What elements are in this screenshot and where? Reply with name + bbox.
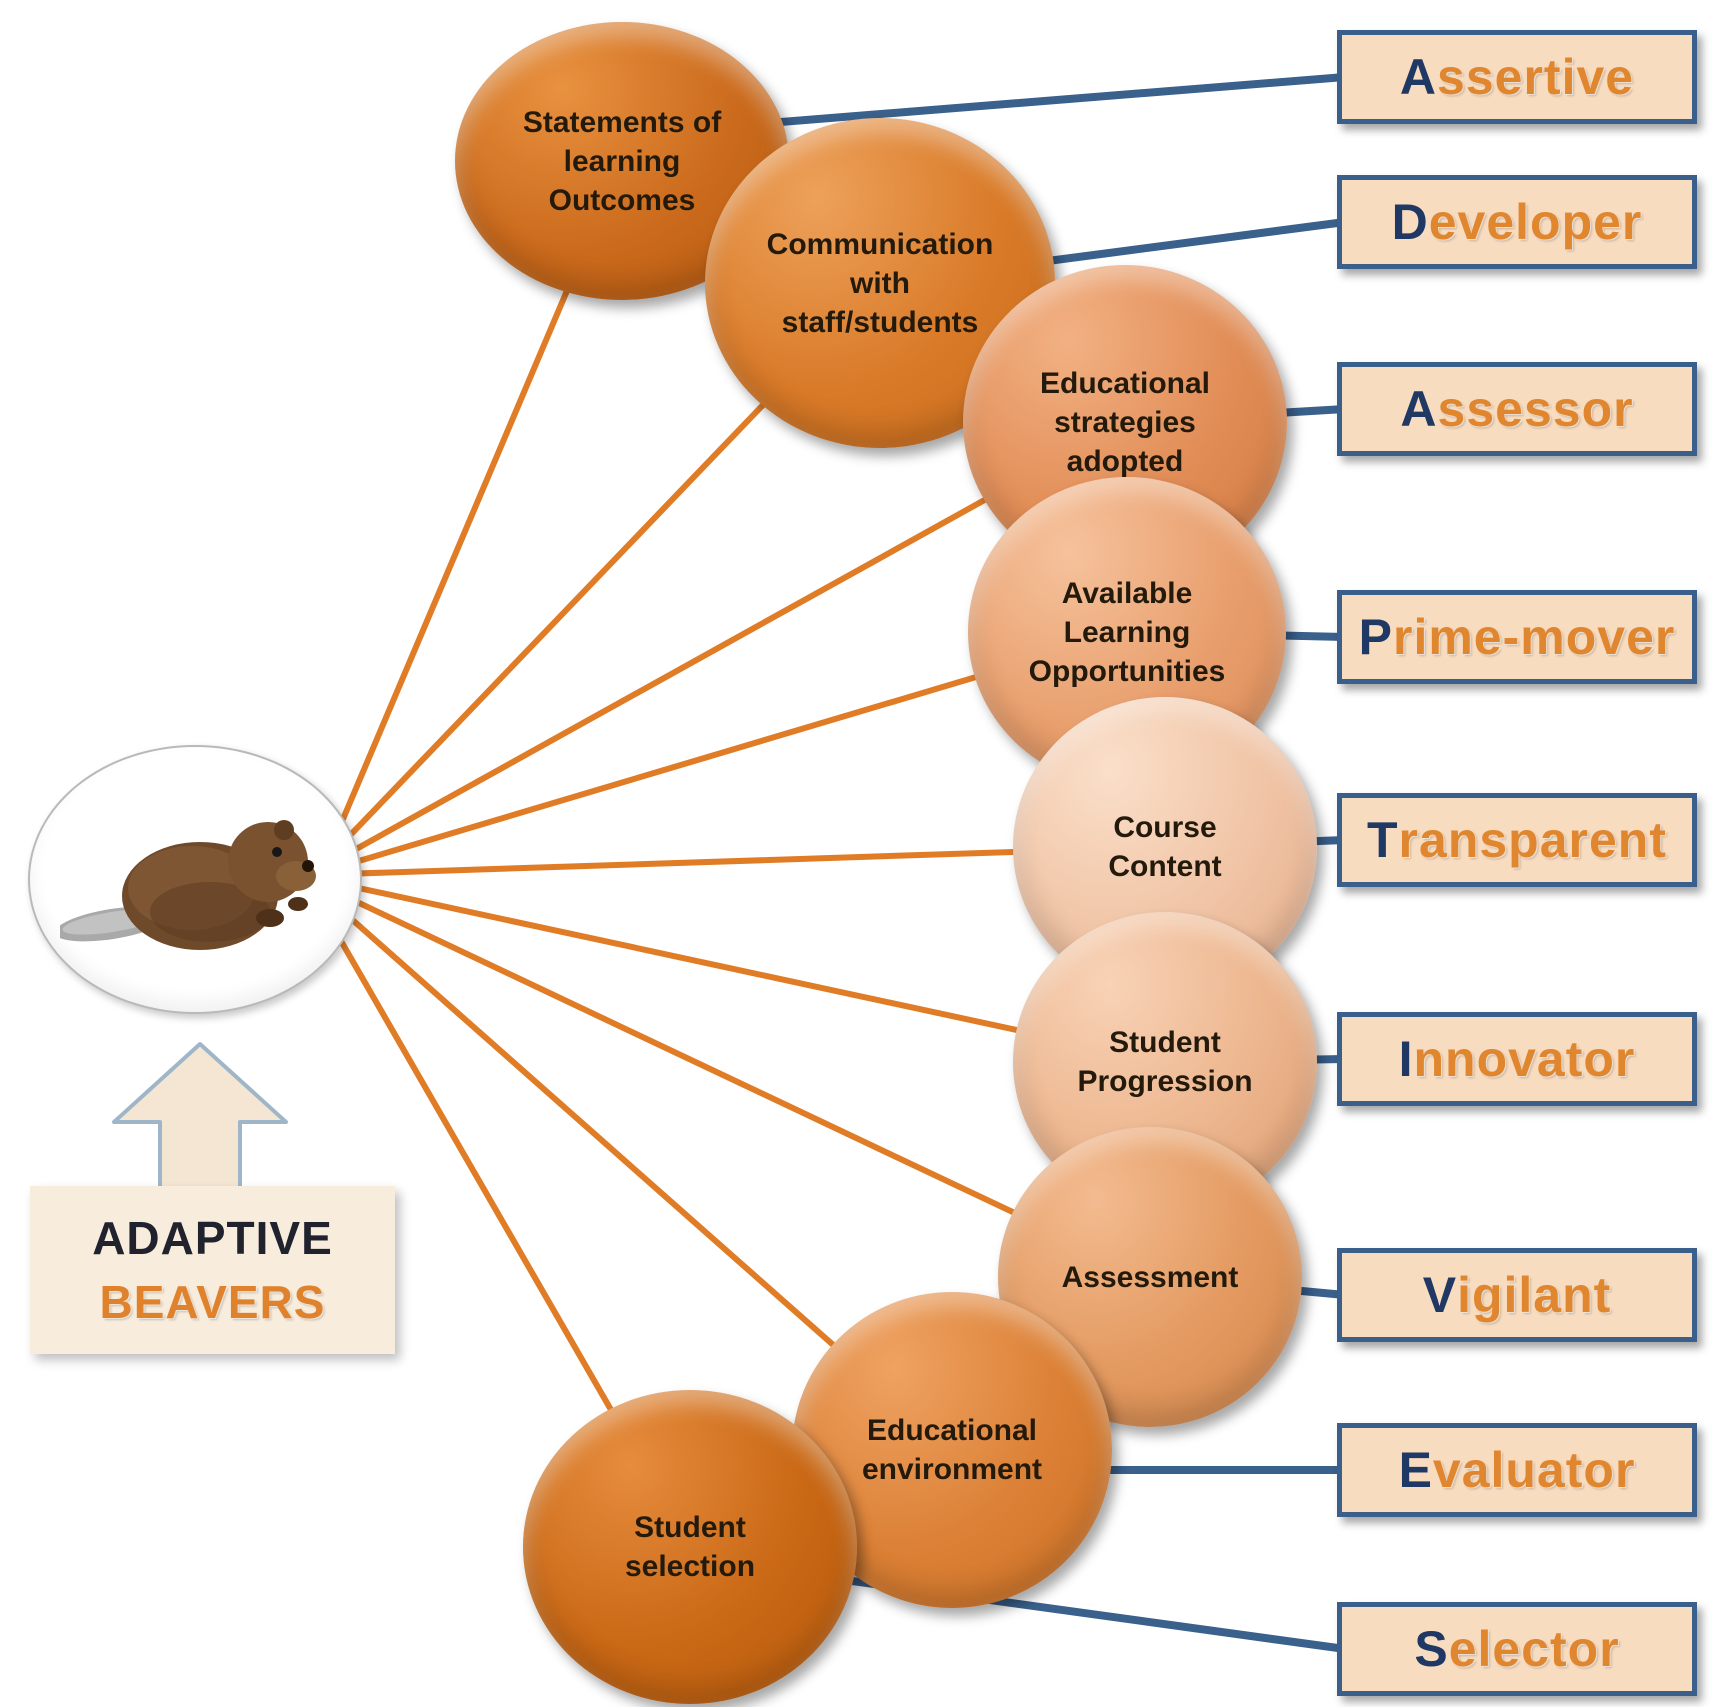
role-first-letter: E — [1398, 1442, 1433, 1498]
role-rest: ssessor — [1437, 381, 1634, 437]
node-label: Educational strategies adopted — [1039, 366, 1211, 478]
node-label: Available Learning Opportunities — [1028, 576, 1226, 688]
role-first-letter: P — [1358, 609, 1393, 665]
up-arrow-icon — [108, 1042, 292, 1197]
role-rest: ssertive — [1437, 49, 1635, 105]
role-first-letter: A — [1399, 49, 1438, 105]
beaver-image — [60, 819, 316, 950]
role-rest: nnovator — [1413, 1031, 1636, 1087]
role-first-letter: I — [1398, 1031, 1414, 1087]
legend-title-beavers: BEAVERS — [99, 1276, 326, 1328]
role-first-letter: D — [1391, 194, 1429, 250]
node-student-selection: Student selection — [523, 1390, 857, 1704]
legend-box: ADAPTIVE BEAVERS — [30, 1186, 395, 1354]
node-course-content: Course Content — [1013, 697, 1317, 997]
node-label: Student selection — [624, 1511, 756, 1583]
node-label: Student Progression — [1077, 1026, 1253, 1098]
node-label: Course Content — [1108, 811, 1222, 883]
role-first-letter: S — [1414, 1621, 1449, 1677]
role-rest: eveloper — [1428, 194, 1643, 250]
role-first-letter: T — [1367, 812, 1399, 868]
role-rest: igilant — [1457, 1267, 1612, 1323]
node-label: Statements of learning Outcomes — [522, 105, 722, 217]
role-rest: elector — [1448, 1621, 1620, 1677]
role-rest: valuator — [1432, 1442, 1636, 1498]
beaver-hub — [28, 745, 362, 1014]
role-first-letter: V — [1422, 1267, 1458, 1323]
role-rest: ransparent — [1398, 812, 1667, 868]
node-label: Communication with staff/students — [766, 227, 994, 339]
node-learning-outcomes: Statements of learning Outcomes — [455, 22, 789, 300]
legend-title-adaptive: ADAPTIVE — [92, 1212, 333, 1264]
node-label: Educational environment — [861, 1414, 1043, 1486]
role-first-letter: A — [1400, 381, 1438, 437]
node-label: Assessment — [1061, 1260, 1239, 1294]
role-rest: rime-mover — [1393, 609, 1676, 665]
spoke-lines — [319, 159, 1166, 1549]
